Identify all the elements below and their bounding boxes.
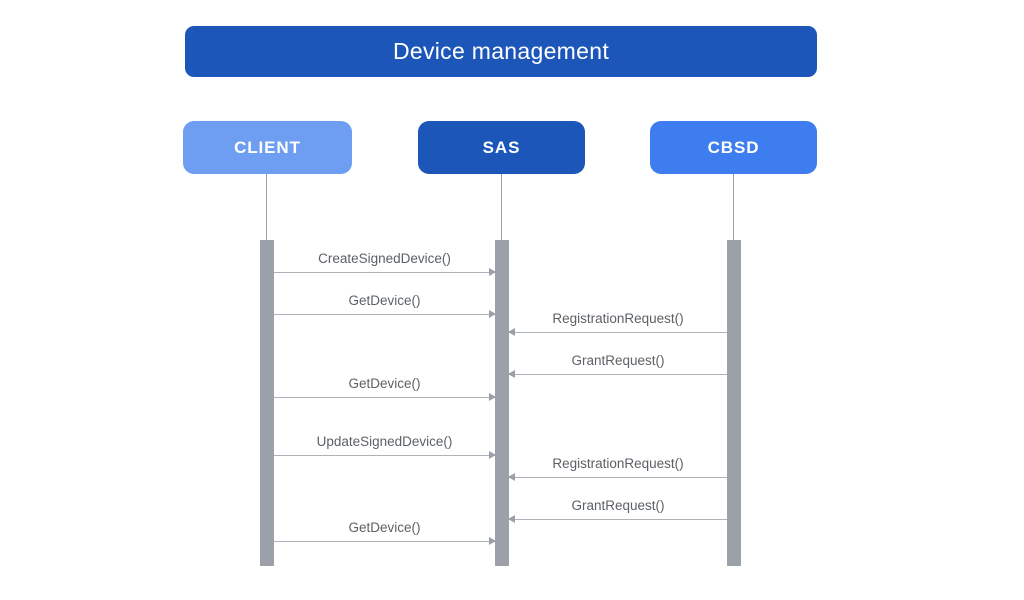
arrowhead-icon: [489, 310, 496, 318]
diagram-title: Device management: [392, 38, 610, 64]
message-label: RegistrationRequest(): [552, 456, 684, 471]
activation-bar-client: [260, 240, 274, 566]
message-label: UpdateSignedDevice(): [316, 434, 453, 449]
activation-bar-cbsd: [727, 240, 741, 566]
message-client-to-sas: UpdateSignedDevice(): [274, 432, 496, 459]
message-arrow: [274, 268, 496, 276]
message-arrow: [508, 473, 727, 481]
arrowhead-icon: [508, 328, 515, 336]
message-arrow: [274, 393, 496, 401]
diagram-title-bar: Device management: [185, 26, 817, 77]
message-arrow: [508, 328, 727, 336]
arrowhead-icon: [508, 370, 515, 378]
actor-client: CLIENT: [183, 121, 352, 174]
message-client-to-sas: GetDevice(): [274, 518, 496, 545]
message-client-to-sas: GetDevice(): [274, 291, 496, 318]
actor-cbsd: CBSD: [650, 121, 817, 174]
message-label: GetDevice(): [348, 293, 421, 308]
message-label: CreateSignedDevice(): [318, 251, 451, 266]
actor-cbsd-label: CBSD: [707, 137, 760, 157]
message-arrow: [274, 537, 496, 545]
message-label: GetDevice(): [348, 520, 421, 535]
message-label: RegistrationRequest(): [552, 311, 684, 326]
lifeline-sas: [501, 174, 502, 240]
actor-sas: SAS: [418, 121, 585, 174]
arrowhead-icon: [489, 268, 496, 276]
message-label: GrantRequest(): [571, 353, 665, 368]
arrowhead-icon: [489, 537, 496, 545]
message-label: GetDevice(): [348, 376, 421, 391]
arrowhead-icon: [508, 515, 515, 523]
message-cbsd-to-sas: GrantRequest(): [508, 351, 727, 378]
actor-sas-label: SAS: [482, 137, 521, 157]
message-arrow: [274, 310, 496, 318]
message-client-to-sas: CreateSignedDevice(): [274, 249, 496, 276]
lifeline-cbsd: [733, 174, 734, 240]
arrowhead-icon: [508, 473, 515, 481]
message-cbsd-to-sas: RegistrationRequest(): [508, 454, 727, 481]
message-label: GrantRequest(): [571, 498, 665, 513]
actor-client-label: CLIENT: [234, 137, 301, 157]
message-cbsd-to-sas: RegistrationRequest(): [508, 309, 727, 336]
lifeline-client: [266, 174, 267, 240]
arrowhead-icon: [489, 393, 496, 401]
activation-bar-sas: [495, 240, 509, 566]
message-client-to-sas: GetDevice(): [274, 374, 496, 401]
message-arrow: [508, 515, 727, 523]
message-arrow: [274, 451, 496, 459]
message-arrow: [508, 370, 727, 378]
arrowhead-icon: [489, 451, 496, 459]
message-cbsd-to-sas: GrantRequest(): [508, 496, 727, 523]
